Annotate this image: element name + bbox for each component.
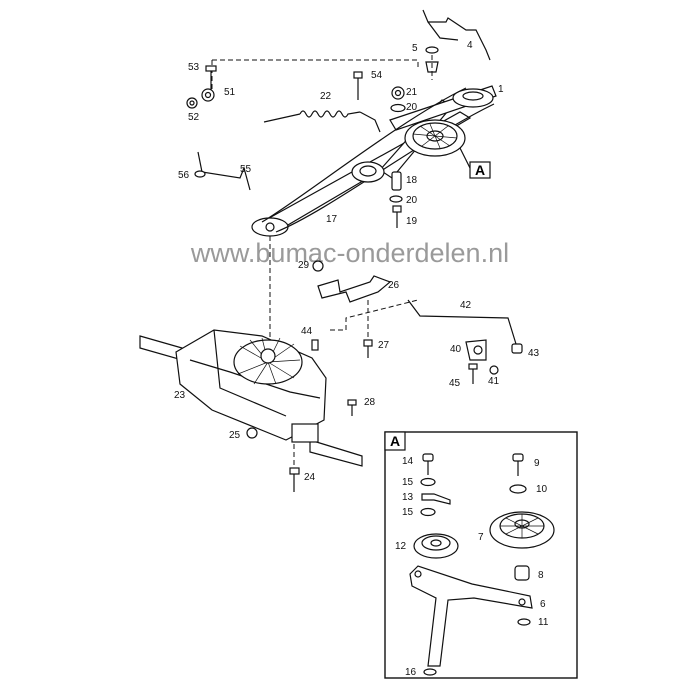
inset-label-6: 6	[540, 599, 546, 610]
svg-text:A: A	[475, 162, 485, 178]
pin-44	[311, 339, 319, 351]
label-54: 54	[371, 70, 383, 81]
spring-22	[263, 110, 381, 133]
label-29: 29	[298, 260, 310, 271]
label-19: 19	[406, 216, 418, 227]
label-40: 40	[450, 344, 462, 355]
nut-25	[246, 427, 258, 439]
label-41: 41	[488, 376, 500, 387]
idler-pulley-1	[452, 88, 494, 108]
inset-label-9: 9	[534, 458, 540, 469]
inset-label-13: 13	[402, 492, 414, 503]
watermark: www.bumac-onderdelen.nl	[190, 238, 509, 268]
label-55: 55	[240, 164, 252, 175]
transaxle-23	[139, 329, 363, 467]
label-43: 43	[528, 348, 540, 359]
label-23: 23	[174, 390, 186, 401]
pulley-small	[351, 161, 385, 183]
label-4: 4	[467, 40, 473, 51]
inset-tag: A	[390, 433, 400, 449]
label-18: 18	[406, 175, 418, 186]
inset-label-16: 16	[405, 667, 417, 678]
label-42: 42	[460, 300, 472, 311]
label-27: 27	[378, 340, 390, 351]
inset-label-12: 12	[395, 541, 407, 552]
clamp-40	[465, 339, 487, 361]
inset-label-15-upper: 15	[402, 477, 414, 488]
label-22: 22	[320, 91, 332, 102]
label-51: 51	[224, 87, 236, 98]
rod-55	[197, 151, 251, 191]
label-26: 26	[388, 280, 400, 291]
inset-pulley-7	[489, 511, 555, 549]
nut-29	[312, 260, 324, 272]
dashed-guide-upper	[212, 59, 419, 70]
inset-spacer-13	[421, 493, 451, 505]
inset-washer-15-upper	[420, 477, 436, 487]
bolt-45	[468, 363, 478, 384]
inset-label-11: 11	[538, 617, 549, 628]
label-20-upper: 20	[406, 102, 418, 113]
label-28: 28	[364, 397, 376, 408]
shift-rod	[422, 9, 491, 61]
inset-label-10: 10	[536, 484, 548, 495]
bolt-19	[392, 205, 402, 228]
washer-5	[425, 46, 439, 80]
bolt-27	[363, 339, 373, 358]
inset-label-7: 7	[478, 532, 484, 543]
inset-bolt-14	[422, 453, 434, 475]
label-1: 1	[498, 84, 504, 95]
nut-21	[391, 86, 405, 100]
label-5: 5	[412, 43, 418, 54]
label-52: 52	[188, 112, 200, 123]
bolt-28	[347, 399, 357, 416]
part-labels: 1 4 5 17 18 19 20 20 21 22 23 24 25 26 2…	[174, 40, 540, 483]
arm-17	[251, 85, 497, 237]
label-56: 56	[178, 170, 190, 181]
inset-bolt-9	[512, 453, 524, 476]
label-24: 24	[304, 472, 316, 483]
bolt-54	[353, 71, 363, 100]
inset-pulley-12	[413, 533, 459, 559]
clip-56	[194, 170, 206, 178]
inset-a: A	[384, 431, 578, 679]
washer-20-lower	[389, 195, 403, 203]
inset-label-14: 14	[402, 456, 414, 467]
inset-bracket-6	[409, 565, 533, 667]
screw-53	[205, 65, 217, 92]
label-44: 44	[301, 326, 313, 337]
inset-washer-10	[509, 484, 527, 494]
inset-nut-11	[517, 618, 531, 626]
bolt-24	[289, 467, 300, 492]
label-17: 17	[326, 214, 338, 225]
inset-label-15-lower: 15	[402, 507, 414, 518]
label-53: 53	[188, 62, 200, 73]
bracket-26	[317, 275, 392, 303]
label-21: 21	[406, 87, 418, 98]
inset-label-8: 8	[538, 570, 544, 581]
pulley-assembly-a	[404, 119, 466, 157]
nut-51	[201, 88, 215, 102]
nut-52	[186, 97, 198, 109]
nut-41	[489, 365, 499, 375]
inset-nut-16	[423, 668, 437, 676]
spacer-18	[391, 171, 402, 191]
dashed-guide-bracket	[330, 299, 419, 331]
drive-belt	[261, 87, 467, 223]
label-20-lower: 20	[406, 195, 418, 206]
label-45: 45	[449, 378, 461, 389]
rod-42	[407, 299, 517, 345]
label-25: 25	[229, 430, 241, 441]
cap-43	[511, 343, 523, 354]
inset-washer-15-lower	[420, 507, 436, 517]
inset-spacer-8	[514, 565, 530, 581]
washer-20-upper	[390, 103, 406, 113]
callout-a: A	[469, 161, 491, 179]
